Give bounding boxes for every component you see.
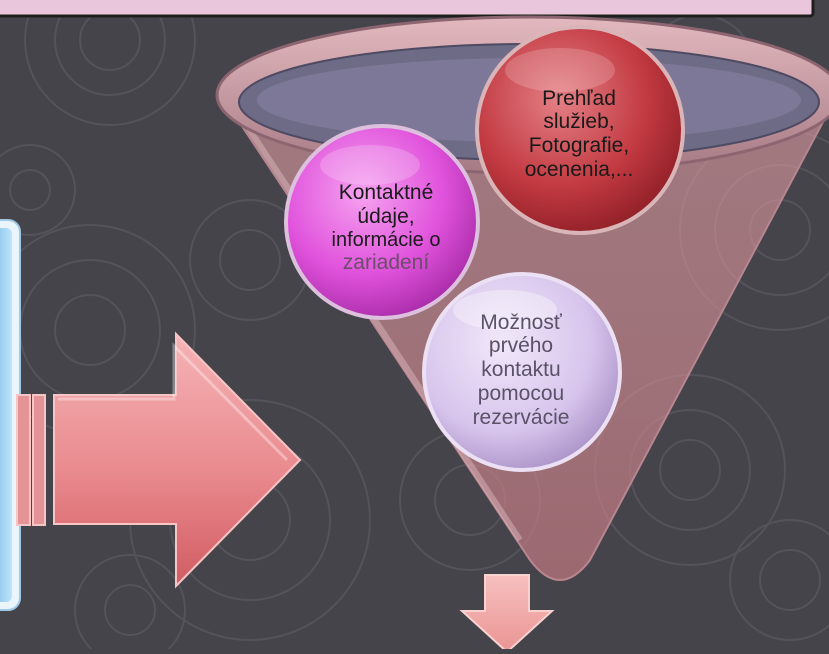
pink-bubble-line: informácie o — [331, 228, 441, 251]
lavender-bubble-line: kontaktu — [481, 358, 561, 382]
lavender-bubble-text: Možnosť prvého kontaktu pomocou rezervác… — [432, 286, 610, 454]
pink-bubble-text: Kontaktné údaje, informácie o zariadení — [296, 158, 476, 298]
red-bubble-line: Prehľad — [542, 86, 616, 110]
lavender-bubble-line: prvého — [488, 334, 554, 358]
red-bubble-line: služieb, — [543, 110, 615, 134]
lavender-bubble-line: pomocou — [477, 381, 565, 405]
red-bubble — [475, 25, 685, 235]
lavender-bubble — [422, 272, 622, 472]
lavender-bubble-line: Možnosť — [480, 310, 562, 334]
pink-bubble-line: zariadení — [342, 251, 430, 275]
phone-device — [0, 219, 21, 611]
pink-bubble — [284, 124, 480, 320]
pink-bubble-line: údaje, — [357, 204, 415, 228]
pink-bubble-line: Kontaktné — [338, 181, 434, 205]
red-bubble-line: Fotografie, — [528, 134, 630, 157]
red-bubble-text: Prehľad služieb, Fotografie, ocenenia,..… — [493, 68, 665, 200]
down-arrow-icon — [459, 574, 555, 654]
right-arrow-icon — [16, 331, 302, 589]
top-banner — [0, 0, 815, 18]
lavender-bubble-line: rezervácie — [472, 405, 570, 429]
red-bubble-line: ocenenia,... — [524, 157, 634, 181]
